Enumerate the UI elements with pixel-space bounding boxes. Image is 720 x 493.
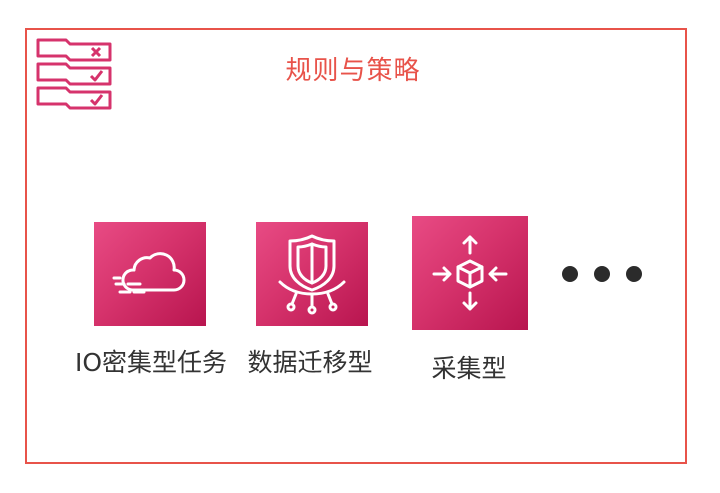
io-task-tile bbox=[94, 222, 206, 326]
data-migration-tile bbox=[256, 222, 368, 326]
io-task-label: IO密集型任务 bbox=[74, 348, 228, 377]
collection-label: 采集型 bbox=[431, 354, 507, 383]
checklist-icon bbox=[36, 38, 112, 110]
ellipsis-icon bbox=[562, 266, 642, 282]
data-migration-label: 数据迁移型 bbox=[247, 348, 373, 377]
diagram-title: 规则与策略 bbox=[285, 56, 421, 86]
cloud-icon bbox=[112, 252, 186, 294]
shield-icon bbox=[278, 234, 346, 315]
collection-tile bbox=[412, 216, 528, 330]
rules-policy-frame bbox=[25, 28, 687, 464]
cube-arrows-icon bbox=[432, 235, 508, 311]
